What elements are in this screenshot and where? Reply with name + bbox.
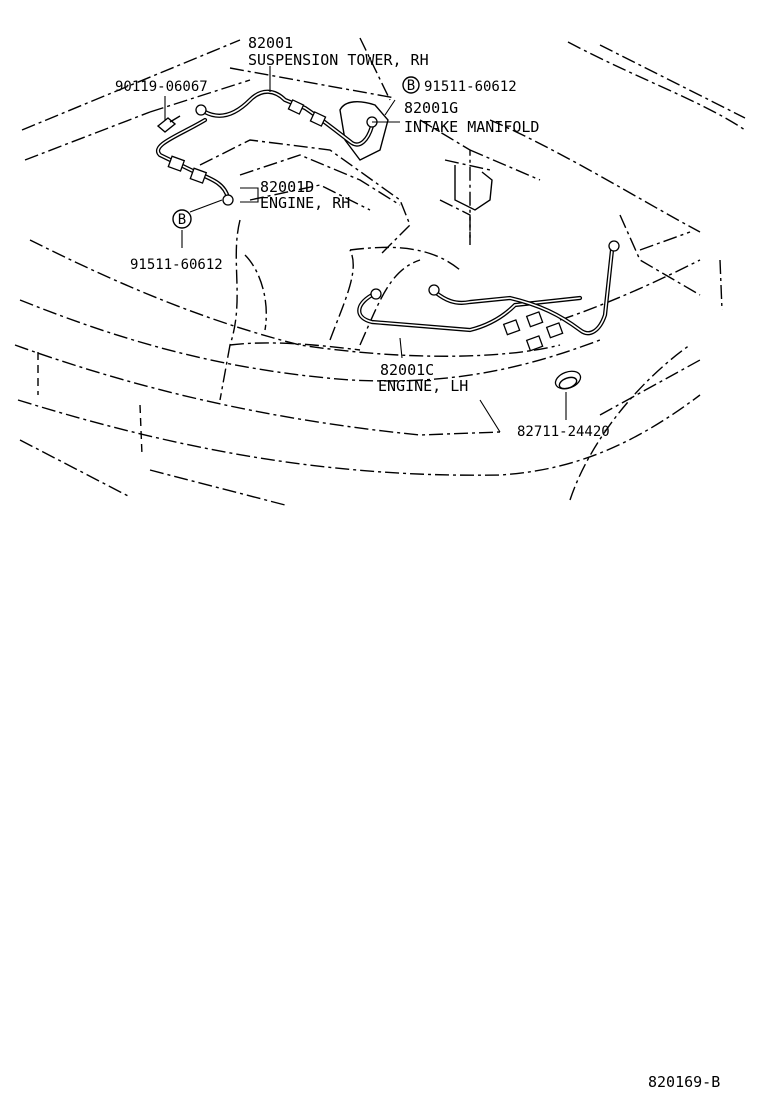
ground-strap-82001C <box>357 240 620 352</box>
label-82711: 82711-24420 <box>517 424 610 440</box>
label-82001D-desc: ENGINE, RH <box>260 194 350 212</box>
label-82001-desc: SUSPENSION TOWER, RH <box>248 51 429 69</box>
label-91511-left: 91511-60612 <box>130 257 223 273</box>
label-82001G-number: 82001G <box>404 99 458 117</box>
label-91511-top: 91511-60612 <box>424 79 517 95</box>
engine-outline <box>199 101 493 401</box>
svg-text:B: B <box>178 212 186 228</box>
label-90119: 90119-06067 <box>115 79 208 95</box>
marker-b-left: B <box>172 209 192 229</box>
label-82001G-desc: INTAKE MANIFOLD <box>404 118 539 136</box>
ground-strap-82001D <box>155 117 234 206</box>
clamp-icon <box>554 370 582 390</box>
ground-strap-82001 <box>195 89 378 147</box>
label-82001C-desc: ENGINE, LH <box>378 377 468 395</box>
svg-text:B: B <box>407 78 415 94</box>
body-outline <box>14 37 746 506</box>
label-82001D-number: 82001D <box>260 178 314 196</box>
marker-b-top: B <box>402 76 420 94</box>
label-82001C-number: 82001C <box>380 361 434 379</box>
leader-lines <box>164 66 567 433</box>
bolt-icon <box>156 115 181 133</box>
figure-id: 820169-B <box>648 1073 720 1091</box>
label-82001-number: 82001 <box>248 34 293 52</box>
